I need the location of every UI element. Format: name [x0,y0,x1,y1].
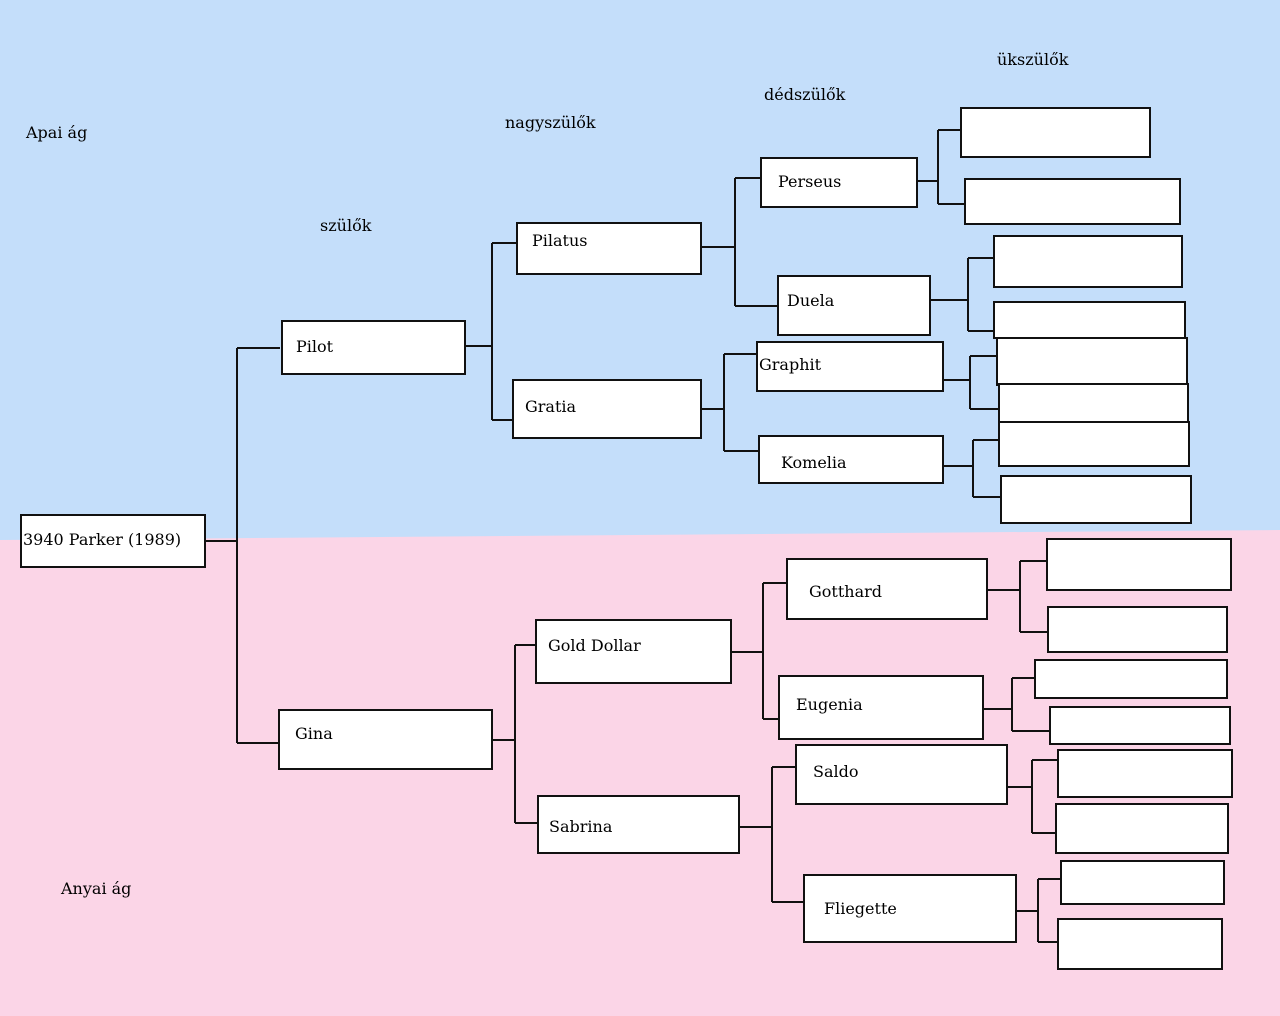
great-great-grandparent-box [960,107,1151,158]
great-great-grandparent-box [998,383,1189,424]
dam-sire-name: Gold Dollar [548,636,641,655]
paternal-branch-label: Apai ág [26,123,88,142]
sire-dam-box: Gratia [512,379,702,439]
great-grandparent-name: Gotthard [809,582,883,601]
dam-dam-box: Sabrina [537,795,740,854]
great-grandparent-name: Graphit [759,355,822,374]
dam-box: Gina [278,709,493,770]
great-grandparent-box: Duela [777,275,931,336]
great-grandparent-name: Komelia [781,453,847,472]
great-great-grandparent-box [1046,538,1232,591]
great-grandparent-box: Graphit [756,341,944,392]
great-grandparent-name: Fliegette [824,899,897,918]
subject-box: 3940 Parker (1989) [20,514,206,568]
great-grandparent-box: Fliegette [803,874,1017,943]
sire-name: Pilot [296,337,334,356]
sire-sire-box: Pilatus [516,222,702,275]
great-grandparent-name: Saldo [813,762,859,781]
sire-dam-name: Gratia [525,397,577,416]
great-great-grandparent-box [1060,860,1225,905]
great-great-grandparent-box [964,178,1181,225]
parents-column-label: szülők [320,216,372,235]
great-grandparent-name: Duela [787,291,835,310]
great-great-grandparent-box [993,235,1183,288]
great-great-grandparent-box [1057,918,1223,970]
great-grandparent-box: Perseus [760,157,918,208]
great-great-grandparent-box [1034,659,1228,699]
great-grandparents-column-label: dédszülők [764,85,846,104]
great-great-grandparent-box [1057,749,1233,798]
sire-box: Pilot [281,320,466,375]
subject-name: 3940 Parker (1989) [23,530,182,549]
great-great-grandparent-box [1047,606,1228,653]
grandparents-column-label: nagyszülők [505,113,596,132]
great-great-grandparent-box [1049,706,1231,745]
great-grandparent-box: Gotthard [786,558,988,620]
dam-dam-name: Sabrina [549,817,613,836]
great-great-grandparent-box [998,421,1190,467]
great-grandparent-box: Komelia [758,435,944,484]
great-grandparent-box: Eugenia [778,675,984,740]
great-grandparent-name: Perseus [778,172,842,191]
sire-sire-name: Pilatus [532,231,588,250]
dam-name: Gina [295,724,333,743]
maternal-branch-label: Anyai ág [61,879,132,898]
great-great-grandparents-column-label: ükszülők [997,50,1069,69]
great-grandparent-name: Eugenia [796,695,863,714]
great-grandparent-box: Saldo [795,744,1008,805]
great-great-grandparent-box [1000,475,1192,524]
dam-sire-box: Gold Dollar [535,619,732,684]
great-great-grandparent-box [1055,803,1229,854]
great-great-grandparent-box [993,301,1186,339]
great-great-grandparent-box [996,337,1188,386]
